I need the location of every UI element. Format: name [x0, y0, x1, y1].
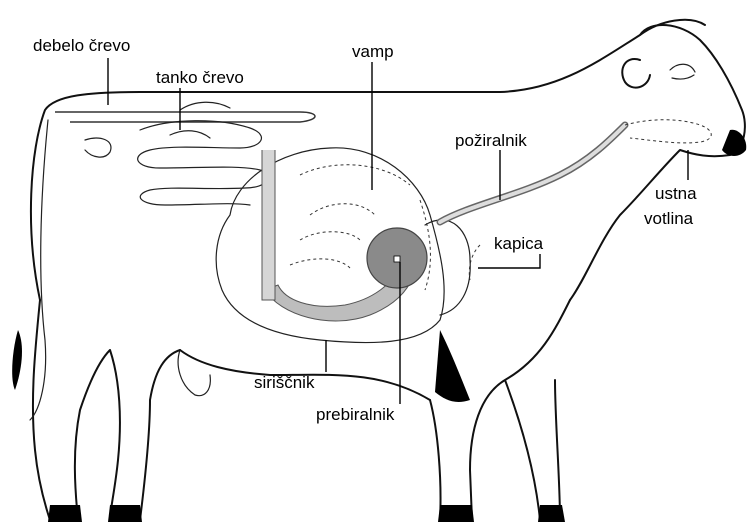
- cow-ear: [622, 59, 650, 88]
- cow-eye: [670, 64, 695, 79]
- label-siriscnik: siriščnik: [254, 373, 314, 393]
- black-patch-tail: [12, 330, 22, 390]
- label-poziralnik: požiralnik: [455, 131, 527, 151]
- label-prebiralnik: prebiralnik: [316, 405, 394, 425]
- intestine-tract-vertical: [262, 150, 275, 300]
- black-hoof-1: [48, 505, 82, 522]
- black-hoof-2: [108, 505, 142, 522]
- label-debelo-crevo: debelo črevo: [33, 36, 130, 56]
- cow-head-outline: [570, 25, 745, 300]
- black-patch-chest: [435, 330, 470, 402]
- cow-nose: [722, 130, 746, 156]
- black-hoof-3: [438, 505, 474, 522]
- mouth-cavity: [625, 120, 711, 143]
- omasum-orifice: [394, 256, 400, 262]
- cow-hind-leg-outline: [33, 300, 180, 520]
- label-kapica: kapica: [494, 234, 543, 254]
- cow-udder: [178, 350, 210, 396]
- cow-front-leg-outline: [430, 300, 570, 520]
- label-vamp: vamp: [352, 42, 394, 62]
- label-ustna: ustna: [655, 184, 697, 204]
- black-hoof-4: [538, 505, 565, 522]
- label-tanko-crevo: tanko črevo: [156, 68, 244, 88]
- leader-kapica: [478, 254, 540, 268]
- label-votlina: votlina: [644, 209, 693, 229]
- reticulum-outline: [425, 220, 470, 315]
